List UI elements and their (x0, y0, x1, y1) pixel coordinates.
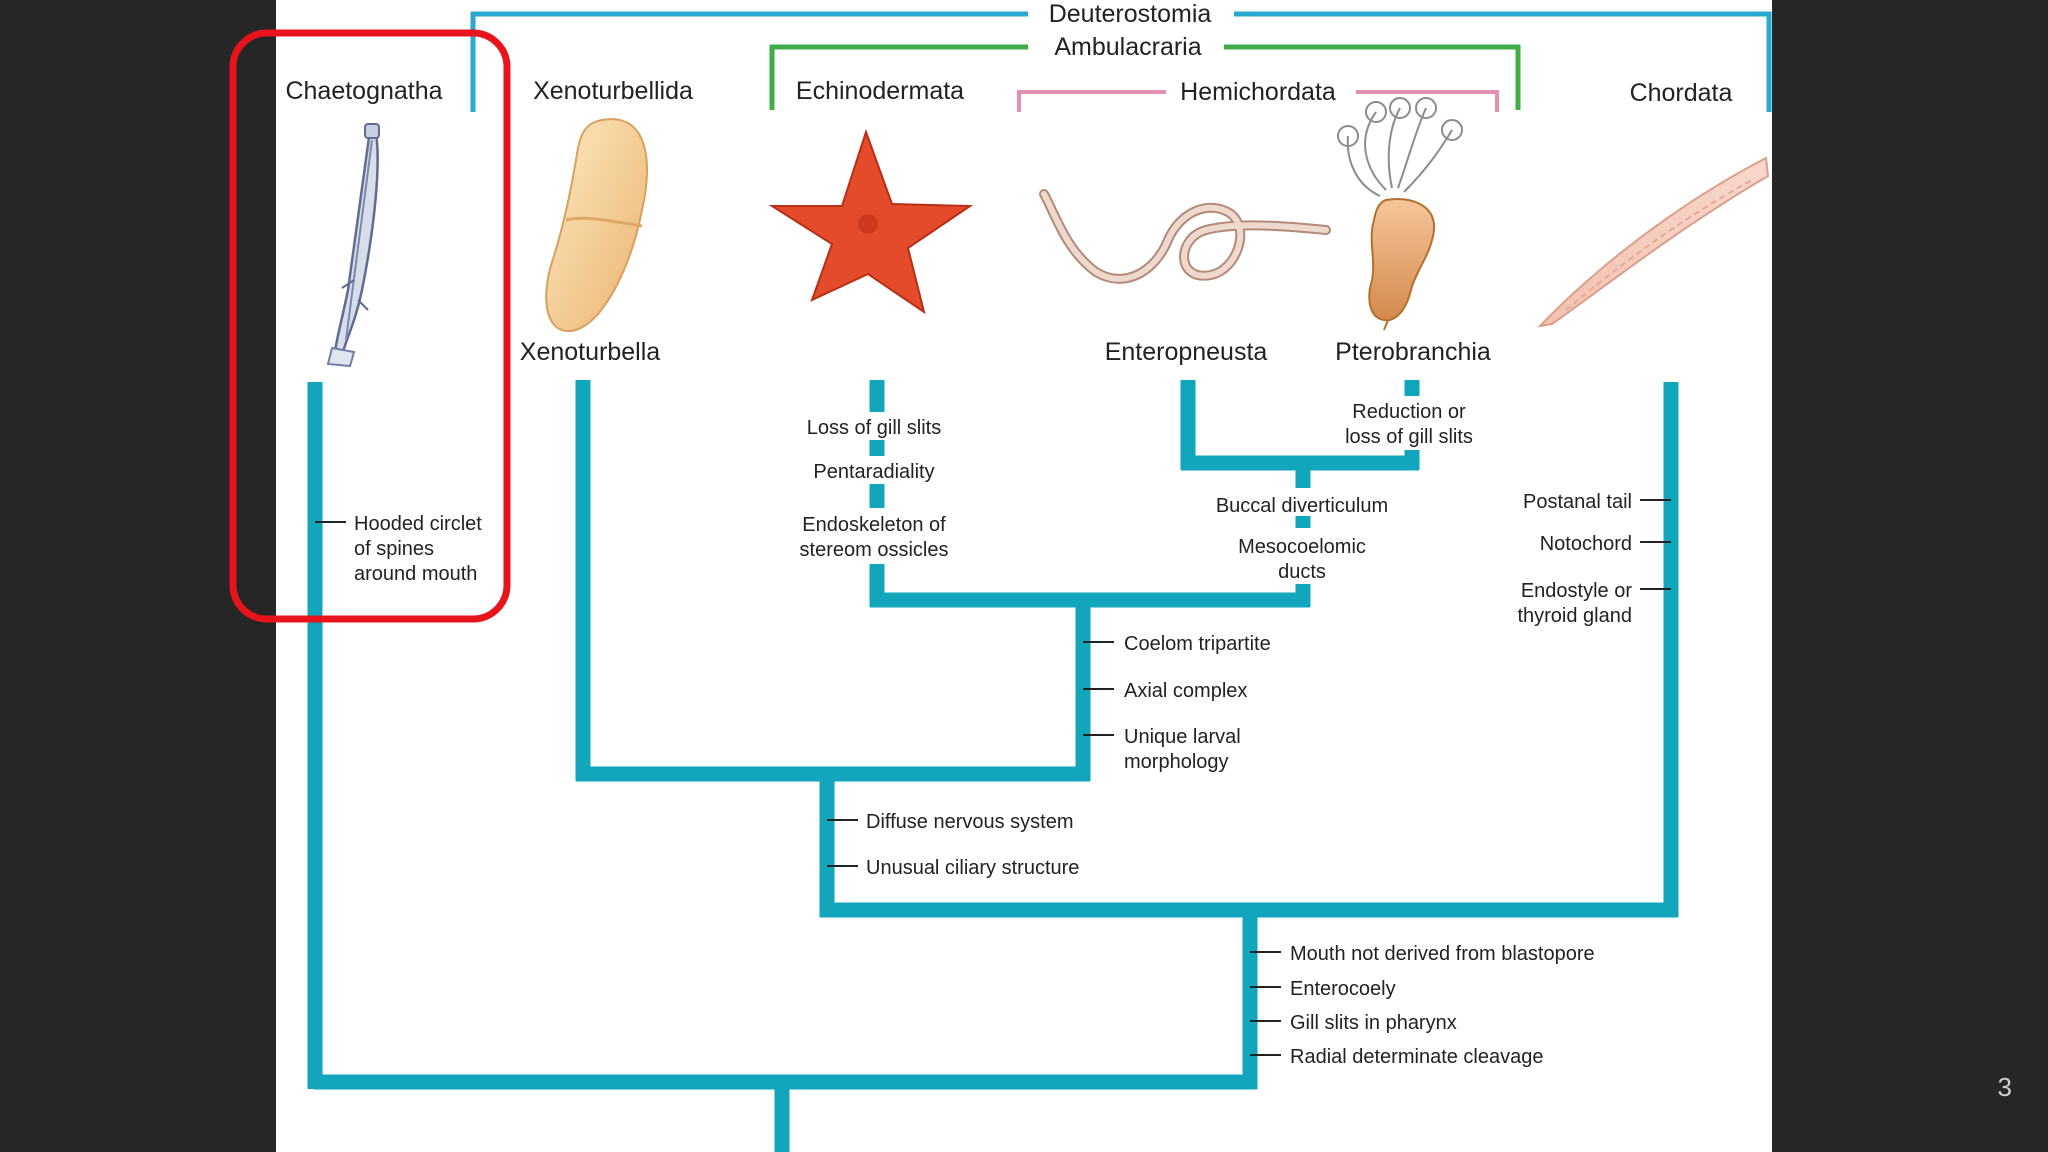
arrow-worm-illustration (326, 123, 380, 368)
trait-label: stereom ossicles (800, 539, 949, 561)
trait-label: thyroid gland (1517, 605, 1632, 627)
hemichordata-bracket (1017, 90, 1499, 112)
taxon-xenoturbellida: Xenoturbellida (533, 77, 693, 105)
trait-label: Enterocoely (1290, 978, 1396, 1000)
trait-label: Diffuse nervous system (866, 811, 1074, 833)
pterobranch-body (1368, 198, 1436, 331)
trait-label: Gill slits in pharynx (1290, 1012, 1457, 1034)
hemichordata-traits: Buccal diverticulum Mesocoelomic ducts (1204, 488, 1402, 584)
ambulacraria-label: Ambulacraria (1054, 33, 1201, 61)
trait-label: Unique larval (1124, 726, 1241, 748)
trait-label: ducts (1278, 561, 1326, 583)
taxon-chordata: Chordata (1630, 79, 1733, 107)
deuterostomia-traits: Mouth not derived from blastopore Entero… (1250, 943, 1595, 1068)
chordata-traits: Postanal tail Notochord Endostyle or thy… (1517, 491, 1671, 627)
trait-label: Pentaradiality (813, 461, 934, 483)
trait-label: loss of gill slits (1345, 426, 1473, 448)
taxon-enteropneusta: Enteropneusta (1105, 338, 1268, 366)
trait-label: Notochord (1540, 533, 1632, 555)
pterobranch-illustration (1337, 97, 1463, 197)
ambulacraria-bracket (769, 44, 1521, 110)
trait-label: Radial determinate cleavage (1290, 1046, 1544, 1068)
trait-label: Unusual ciliary structure (866, 857, 1079, 879)
phylogeny-diagram: Deuterostomia Ambulacraria Hemichordata … (285, 0, 1772, 1152)
trait-label: Mesocoelomic (1238, 536, 1366, 558)
hemichordata-label: Hemichordata (1180, 78, 1336, 106)
trait-label: around mouth (354, 563, 477, 585)
trait-label: Hooded circlet (354, 513, 482, 535)
trait-label: morphology (1124, 751, 1229, 773)
trait-label: Coelom tripartite (1124, 633, 1271, 655)
cladogram-branches (307, 380, 1679, 1152)
deuterostomia-label: Deuterostomia (1049, 0, 1212, 28)
trait-label: Endostyle or (1521, 580, 1633, 602)
taxon-xenoturbella: Xenoturbella (520, 338, 660, 366)
trait-label: Endoskeleton of (802, 514, 946, 536)
pterobranchia-traits: Reduction or loss of gill slits (1332, 396, 1494, 450)
trait-label: Axial complex (1124, 680, 1247, 702)
taxon-pterobranchia: Pterobranchia (1335, 338, 1491, 366)
lancelet-illustration (1537, 156, 1770, 328)
trait-label: Reduction or (1352, 401, 1466, 423)
taxon-chaetognatha: Chaetognatha (285, 77, 442, 105)
trait-label: of spines (354, 538, 434, 560)
slide: Deuterostomia Ambulacraria Hemichordata … (276, 0, 1772, 1152)
trait-label: Buccal diverticulum (1216, 495, 1388, 517)
sea-star-illustration (768, 128, 974, 315)
page-number: 3 (1997, 1072, 2012, 1102)
echinodermata-traits: Loss of gill slits Pentaradiality Endosk… (788, 412, 964, 564)
acorn-worm-illustration (1039, 189, 1331, 284)
xenoturbella-illustration (545, 118, 648, 333)
xeno-ambulacraria-traits: Diffuse nervous system Unusual ciliary s… (827, 811, 1079, 879)
trait-label: Loss of gill slits (807, 417, 942, 439)
chaetognatha-traits: Hooded circlet of spines around mouth (315, 513, 482, 585)
trait-label: Postanal tail (1523, 491, 1632, 513)
trait-label: Mouth not derived from blastopore (1290, 943, 1595, 965)
ambulacraria-traits: Coelom tripartite Axial complex Unique l… (1083, 633, 1271, 773)
taxon-echinodermata: Echinodermata (796, 77, 964, 105)
